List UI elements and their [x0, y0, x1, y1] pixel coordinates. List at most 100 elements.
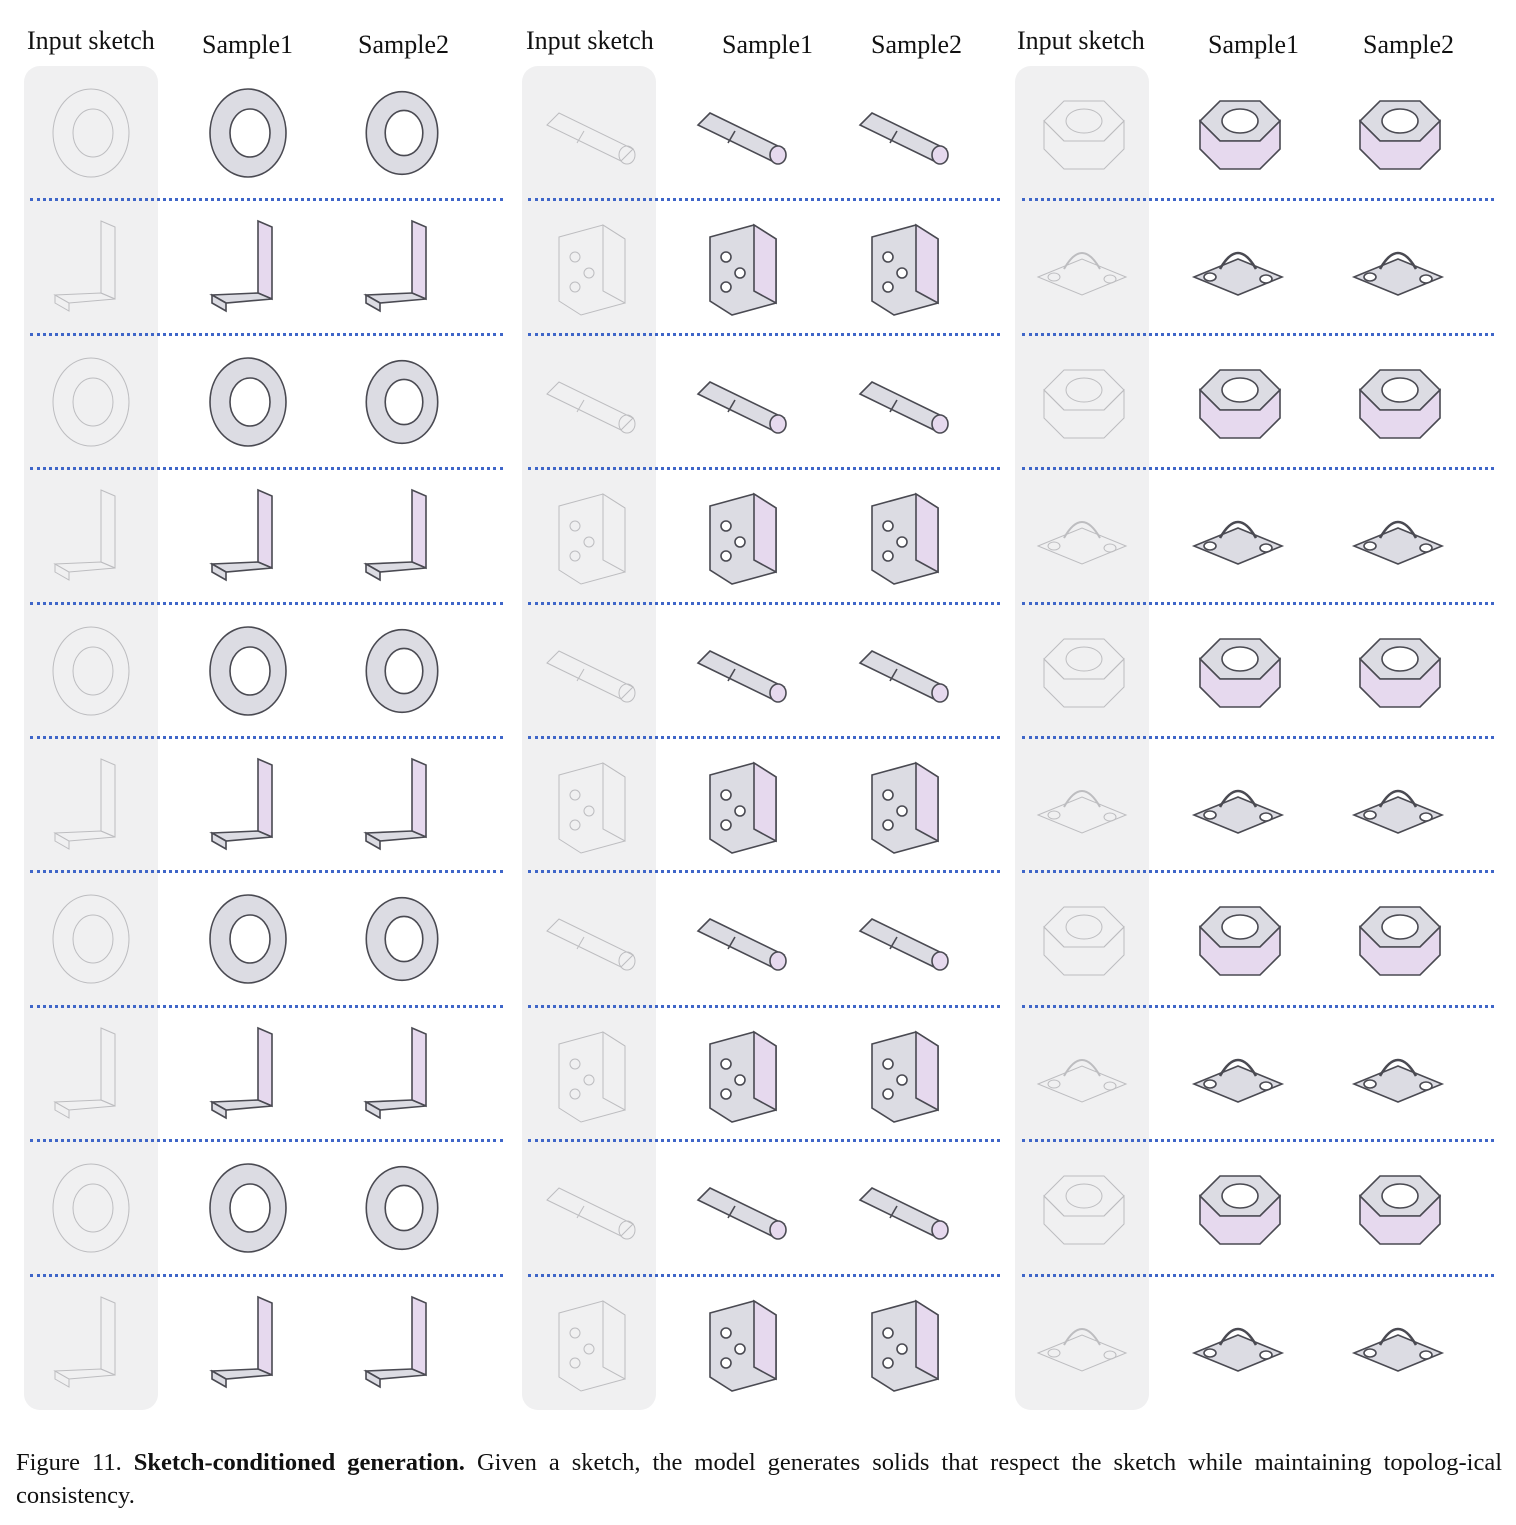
pipe-clamp-icon	[1338, 1014, 1458, 1134]
h-plate-icon	[842, 207, 962, 327]
double-saddle-clip-icon	[1338, 745, 1458, 865]
row-separator	[528, 332, 1000, 336]
twin-eye-shackle-icon	[188, 1014, 308, 1134]
row-separator	[1022, 736, 1494, 739]
caption-prefix: Figure 11.	[16, 1449, 134, 1476]
circlip-icon	[1338, 342, 1458, 462]
perforated-block-icon	[529, 1014, 649, 1134]
row-separator	[30, 870, 503, 874]
row-separator	[528, 601, 1000, 605]
header-input-sketch-1: Input sketch	[27, 26, 155, 55]
socket-cap-screw-icon	[842, 73, 962, 193]
t-beam-icon	[680, 342, 800, 462]
row-separator	[1022, 1004, 1494, 1008]
rounded-bar-icon	[842, 745, 962, 865]
row-separator	[30, 198, 503, 202]
split-washer-icon	[188, 73, 308, 193]
cross-pin-icon	[1338, 476, 1458, 596]
bolt-flange-icon	[188, 745, 308, 865]
split-washer-icon	[31, 73, 151, 193]
slotted-screw-icon	[842, 1283, 962, 1403]
elbow-pipe-icon	[342, 1148, 462, 1268]
rounded-bar-icon	[529, 745, 649, 865]
pipe-clamp-icon	[1022, 1014, 1142, 1134]
row-separator	[30, 601, 503, 605]
cross-fitting-icon	[1178, 879, 1298, 999]
h-plate-icon	[529, 207, 649, 327]
square-flange-icon	[31, 879, 151, 999]
pan-head-screw-icon	[680, 879, 800, 999]
row-separator	[528, 736, 1000, 739]
socket-cap-screw-icon	[529, 73, 649, 193]
elbow-pipe-icon	[188, 1148, 308, 1268]
double-saddle-clip-icon	[1178, 745, 1298, 865]
z-bracket-icon	[680, 611, 800, 731]
header-sample1-1: Sample1	[202, 30, 293, 59]
square-tube-icon	[342, 611, 462, 731]
round-flange-icon	[1178, 207, 1298, 327]
row-separator	[1022, 601, 1494, 605]
header-sample1-2: Sample1	[722, 30, 813, 59]
flange-nut-icon	[1022, 73, 1142, 193]
figure-caption: Figure 11. Sketch-conditioned generation…	[16, 1446, 1502, 1512]
perforated-block-icon	[680, 1014, 800, 1134]
row-separator	[1022, 198, 1494, 202]
t-beam-icon	[529, 342, 649, 462]
header-input-sketch-3: Input sketch	[1017, 26, 1145, 55]
cross-pin-icon	[1178, 476, 1298, 596]
cross-pin-icon	[1022, 476, 1142, 596]
dowel-pin-icon	[188, 207, 308, 327]
twin-eye-shackle-icon	[342, 1014, 462, 1134]
hex-nut-icon	[188, 342, 308, 462]
thin-hex-nut-icon	[188, 476, 308, 596]
row-separator	[528, 1004, 1000, 1008]
lock-washer-icon	[1338, 1148, 1458, 1268]
bolt-flange-icon	[342, 745, 462, 865]
row-separator	[30, 736, 503, 739]
row-separator	[30, 1004, 503, 1008]
l-bracket-icon	[529, 476, 649, 596]
row-separator	[528, 1273, 1000, 1277]
row-separator	[30, 467, 503, 471]
pan-head-screw-icon	[842, 879, 962, 999]
round-flange-icon	[1022, 207, 1142, 327]
elbow-pipe-icon	[31, 1148, 151, 1268]
row-separator	[1022, 1273, 1494, 1277]
row-separator	[30, 1273, 503, 1277]
saddle-clip-icon	[1178, 611, 1298, 731]
row-separator	[1022, 332, 1494, 336]
saddle-clip-icon	[1022, 611, 1142, 731]
round-flange-icon	[1338, 207, 1458, 327]
row-separator	[528, 870, 1000, 874]
rod-end-block-icon	[529, 1148, 649, 1268]
cross-fitting-icon	[1022, 879, 1142, 999]
flange-nut-icon	[1338, 73, 1458, 193]
square-flange-icon	[342, 879, 462, 999]
hex-nut-icon	[31, 342, 151, 462]
ring-flange-icon	[188, 1283, 308, 1403]
t-slot-rail-icon	[1178, 1283, 1298, 1403]
rounded-bar-icon	[680, 745, 800, 865]
split-washer-icon	[342, 73, 462, 193]
square-tube-icon	[31, 611, 151, 731]
header-sample2-1: Sample2	[358, 30, 449, 59]
dowel-pin-icon	[31, 207, 151, 327]
t-slot-rail-icon	[1338, 1283, 1458, 1403]
flange-nut-icon	[1178, 73, 1298, 193]
row-separator	[30, 1139, 503, 1143]
row-separator	[528, 198, 1000, 202]
thin-hex-nut-icon	[31, 476, 151, 596]
slotted-screw-icon	[680, 1283, 800, 1403]
h-plate-icon	[680, 207, 800, 327]
z-bracket-icon	[842, 611, 962, 731]
row-separator	[1022, 870, 1494, 874]
square-tube-icon	[188, 611, 308, 731]
twin-eye-shackle-icon	[31, 1014, 151, 1134]
saddle-clip-icon	[1338, 611, 1458, 731]
caption-text: Given a sketch, the model generates soli…	[16, 1449, 1503, 1509]
t-beam-icon	[842, 342, 962, 462]
dowel-pin-icon	[342, 207, 462, 327]
header-sample2-3: Sample2	[1363, 30, 1454, 59]
cross-fitting-icon	[1338, 879, 1458, 999]
square-flange-icon	[188, 879, 308, 999]
